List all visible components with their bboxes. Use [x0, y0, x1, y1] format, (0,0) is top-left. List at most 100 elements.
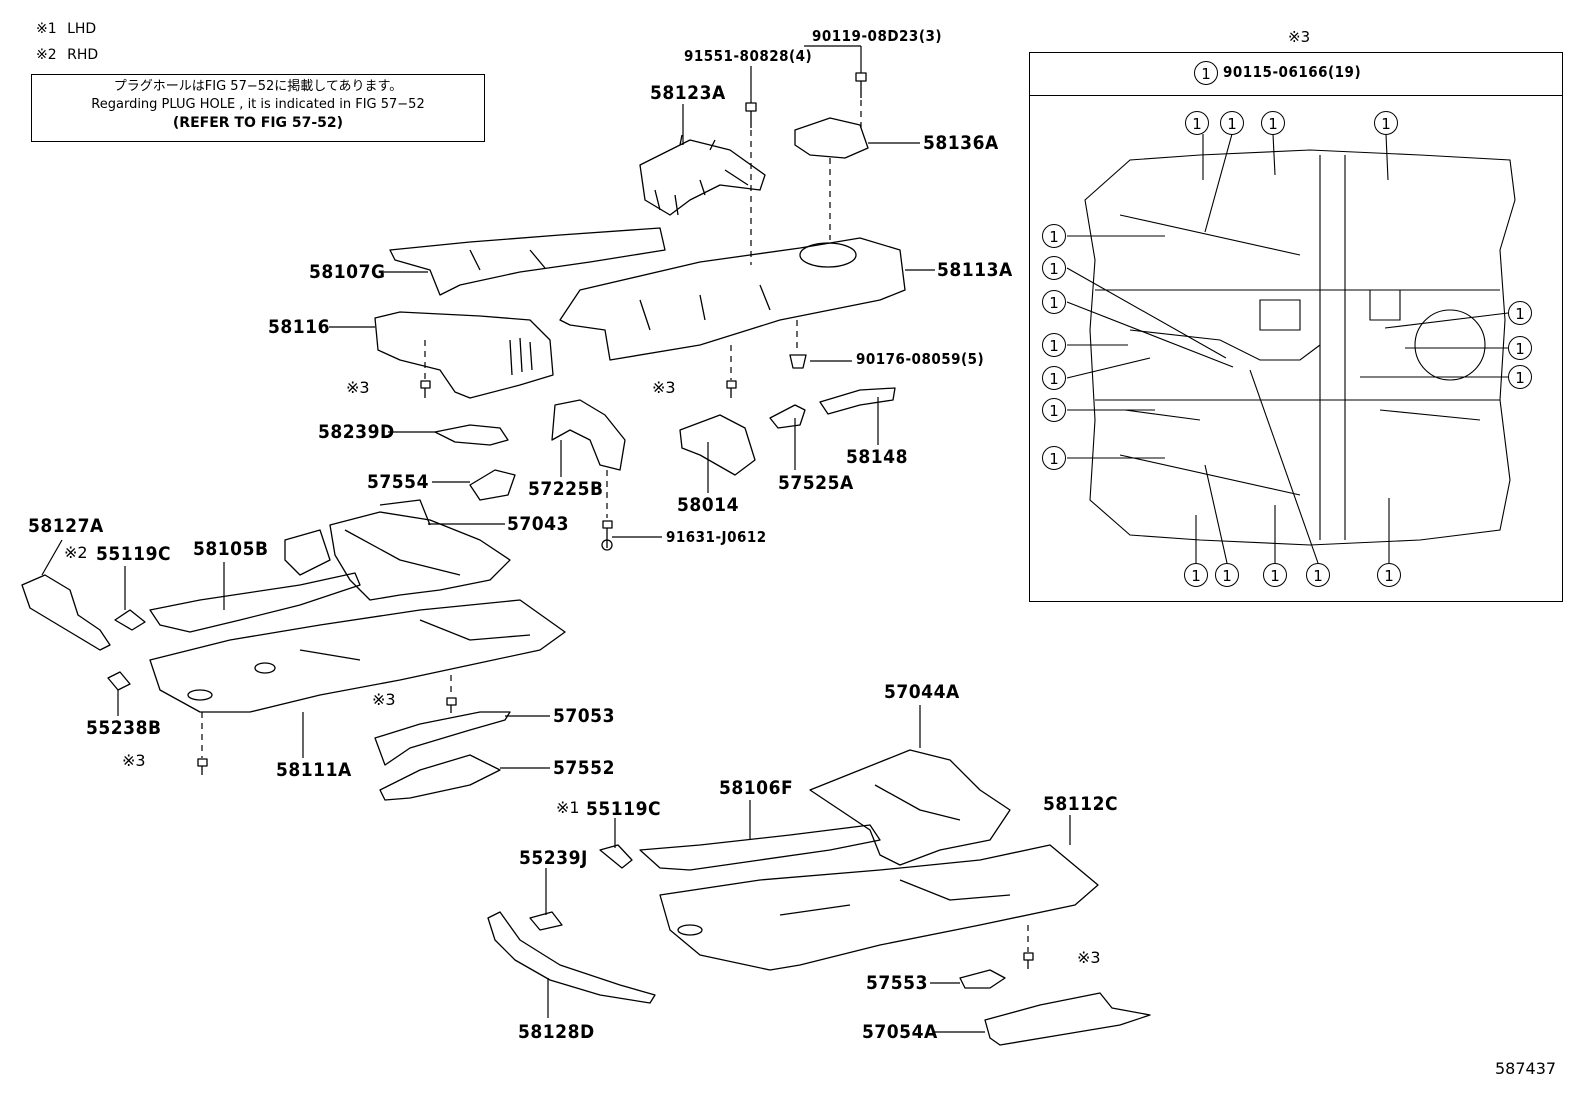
label-58148[interactable]: 58148	[846, 446, 908, 468]
inset-underbody-shape	[1084, 149, 1516, 546]
inset-callout-left-7: 1	[1042, 446, 1066, 470]
part-58113a-shape	[559, 237, 906, 361]
label-57043[interactable]: 57043	[507, 513, 569, 535]
part-57225b-shape	[551, 399, 626, 471]
label-57525a[interactable]: 57525A	[778, 472, 854, 494]
part-58014-shape	[679, 414, 756, 476]
label-57225b[interactable]: 57225B	[528, 478, 604, 500]
inset-callout-right-3: 1	[1508, 365, 1532, 389]
legend-lhd-mark: ※1	[36, 21, 57, 37]
part-58127a-shape	[21, 574, 111, 651]
inset-callout-left-4: 1	[1042, 333, 1066, 357]
part-58239d-shape	[434, 424, 509, 446]
inset-callout-bottom-4: 1	[1306, 563, 1330, 587]
inset-callout-left-5: 1	[1042, 366, 1066, 390]
part-57053-shape	[374, 711, 511, 766]
inset-callout-left-6: 1	[1042, 398, 1066, 422]
label-55119c-rhd[interactable]: 55119C	[96, 543, 172, 565]
label-58105b[interactable]: 58105B	[193, 538, 269, 560]
part-55239j-shape	[529, 911, 563, 931]
part-58148-shape	[819, 387, 896, 415]
part-57044a-shape	[809, 749, 1011, 866]
inset-callout-top-1: 1	[1185, 111, 1209, 135]
label-57053[interactable]: 57053	[553, 705, 615, 727]
label-57554[interactable]: 57554	[367, 471, 429, 493]
label-58123a[interactable]: 58123A	[650, 82, 726, 104]
part-55119c-lhd-shape	[599, 844, 633, 869]
label-58112c[interactable]: 58112C	[1043, 793, 1119, 815]
part-58105b-shape	[149, 529, 361, 633]
label-91551-80828[interactable]: 91551-80828(4)	[684, 47, 813, 65]
part-57553-shape	[959, 969, 1006, 989]
part-57525a-shape	[769, 404, 806, 429]
part-55238b-shape	[107, 671, 131, 691]
part-58112c-shape	[659, 844, 1099, 971]
ref3-mark-58113a: ※3	[652, 378, 676, 397]
inset-callout-bottom-2: 1	[1215, 563, 1239, 587]
ref3-mark-58116: ※3	[346, 378, 370, 397]
part-58107g-shape	[389, 227, 666, 296]
inset-detail-panel: 1 90115-06166(19)	[1029, 52, 1563, 602]
legend-lhd: ※1 LHD	[36, 22, 96, 36]
inset-callout-left-2: 1	[1042, 256, 1066, 280]
part-58106f-shape	[639, 824, 881, 871]
note-line-en: Regarding PLUG HOLE , it is indicated in…	[91, 97, 425, 112]
ref2-mark-55119c: ※2	[64, 543, 88, 562]
ref3-mark-55238b: ※3	[122, 751, 146, 770]
label-58239d[interactable]: 58239D	[318, 421, 395, 443]
legend-rhd: ※2 RHD	[36, 48, 98, 62]
inset-callout-top-4: 1	[1374, 111, 1398, 135]
part-57552-shape	[379, 754, 501, 801]
inset-header-part-number: 90115-06166(19)	[1223, 63, 1362, 81]
ref3-mark-58111a: ※3	[372, 690, 396, 709]
label-58113a[interactable]: 58113A	[937, 259, 1013, 281]
inset-header: 1 90115-06166(19)	[1030, 53, 1562, 96]
legend-rhd-text: RHD	[67, 47, 99, 63]
label-55119c-lhd[interactable]: 55119C	[586, 798, 662, 820]
part-57554-shape	[469, 469, 516, 501]
inset-callout-bottom-5: 1	[1377, 563, 1401, 587]
label-58107g[interactable]: 58107G	[309, 261, 386, 283]
part-58128d-shape	[487, 911, 656, 1004]
label-57553[interactable]: 57553	[866, 972, 928, 994]
part-55119c-rhd-shape	[114, 609, 146, 631]
inset-callout-right-1: 1	[1508, 301, 1532, 325]
label-58014[interactable]: 58014	[677, 494, 739, 516]
label-58116[interactable]: 58116	[268, 316, 330, 338]
label-58106f[interactable]: 58106F	[719, 777, 794, 799]
inset-callout-top-3: 1	[1261, 111, 1285, 135]
part-58111a-shape	[149, 599, 566, 713]
note-line-ref: (REFER TO FIG 57-52)	[172, 115, 344, 131]
label-57054a[interactable]: 57054A	[862, 1021, 938, 1043]
ref1-mark-55119c: ※1	[556, 798, 580, 817]
inset-title-mark: ※3	[1288, 28, 1311, 46]
inset-callout-bottom-1: 1	[1184, 563, 1208, 587]
inset-callout-left-3: 1	[1042, 290, 1066, 314]
figure-number: 587437	[1495, 1059, 1557, 1078]
part-57043-shape	[329, 499, 511, 601]
legend-lhd-text: LHD	[67, 21, 97, 37]
label-91631-j0612[interactable]: 91631-J0612	[666, 528, 767, 546]
label-90176-08059[interactable]: 90176-08059(5)	[856, 350, 985, 368]
fasteners	[197, 72, 1034, 969]
inset-callout-top-2: 1	[1220, 111, 1244, 135]
label-90119-08d23[interactable]: 90119-08D23(3)	[812, 27, 943, 45]
inset-header-callout-circle: 1	[1194, 61, 1218, 85]
label-58127a[interactable]: 58127A	[28, 515, 104, 537]
part-58136a-shape	[794, 117, 869, 159]
label-58136a[interactable]: 58136A	[923, 132, 999, 154]
inset-callout-bottom-3: 1	[1263, 563, 1287, 587]
label-58128d[interactable]: 58128D	[518, 1021, 595, 1043]
part-57054a-shape	[984, 992, 1151, 1046]
ref3-mark-58112c: ※3	[1077, 948, 1101, 967]
label-55238b[interactable]: 55238B	[86, 717, 162, 739]
label-55239j[interactable]: 55239J	[519, 847, 588, 869]
inset-callout-right-2: 1	[1508, 336, 1532, 360]
plug-hole-note-box: プラグホールはFIG 57−52に掲載してあります。 Regarding PLU…	[31, 74, 485, 142]
label-58111a[interactable]: 58111A	[276, 759, 352, 781]
label-57552[interactable]: 57552	[553, 757, 615, 779]
part-58123a-shape	[639, 134, 766, 216]
part-58116-shape	[374, 311, 554, 399]
label-57044a[interactable]: 57044A	[884, 681, 960, 703]
